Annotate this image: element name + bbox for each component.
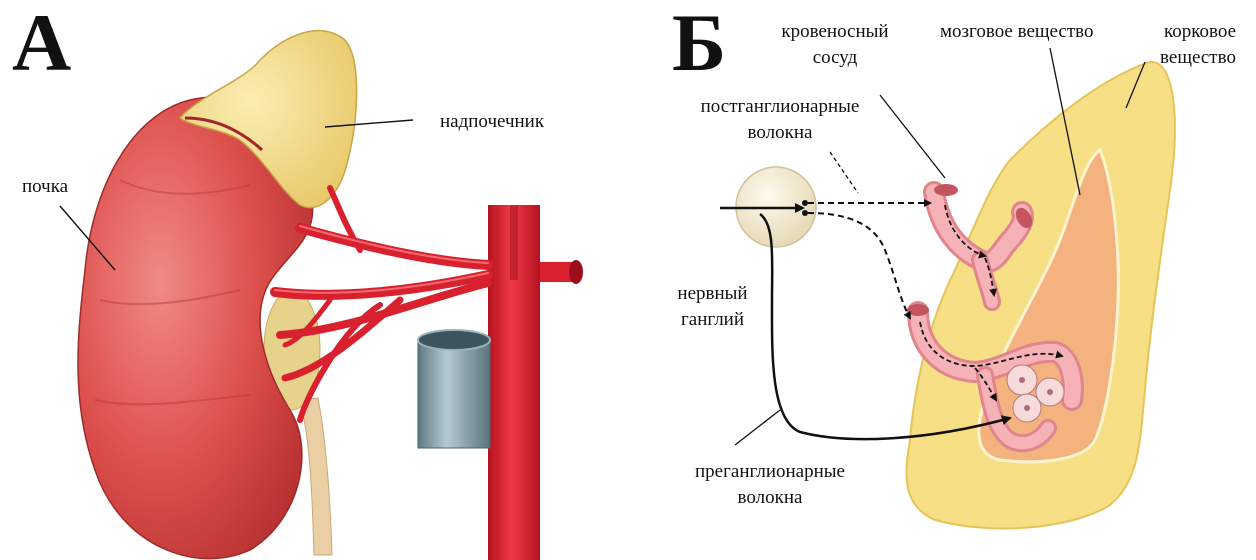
label-postganglionic-line2: волокна xyxy=(680,121,880,145)
label-ganglion-line2: ганглий xyxy=(660,308,765,332)
label-blood-vessel-line1: кровеносный xyxy=(765,20,905,44)
label-cortex-line1: корковое xyxy=(1150,20,1250,44)
label-kidney: почка xyxy=(22,175,68,199)
postganglionic-pointer-line xyxy=(830,152,858,193)
label-preganglionic-line2: волокна xyxy=(675,486,865,510)
label-medulla: мозговое вещество xyxy=(940,20,1094,44)
label-preganglionic-line1: преганглионарные xyxy=(675,460,865,484)
label-postganglionic-line1: постганглионарные xyxy=(680,95,880,119)
label-cortex-line2: вещество xyxy=(1148,46,1248,70)
preganglionic-pointer-line xyxy=(735,410,780,445)
postganglionic-fiber-lower xyxy=(808,213,910,318)
blood-vessel-pointer-line xyxy=(880,95,945,178)
panel-a-letter: А xyxy=(12,2,71,84)
label-blood-vessel-line2: сосуд xyxy=(765,46,905,70)
label-ganglion-line1: нервный xyxy=(660,282,765,306)
label-adrenal-gland: надпочечник xyxy=(440,110,544,134)
vena-cava-cut xyxy=(418,340,490,448)
ureter xyxy=(300,398,332,555)
panel-b-letter: Б xyxy=(672,2,726,84)
